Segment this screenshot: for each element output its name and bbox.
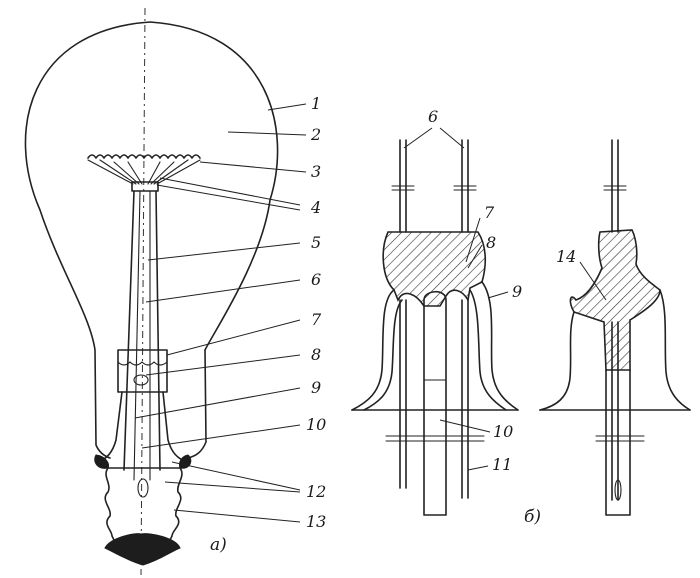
label-a-9: 9 [311,378,321,397]
flare-wall-left [351,289,395,411]
pinch-wave [117,361,168,366]
exhaust-tube-right [605,369,631,516]
label-b-8: 8 [486,233,496,252]
caption-b: б) [524,507,541,527]
flare-right-outer [539,311,575,411]
screw-base [104,467,183,541]
electrode-left [123,190,135,471]
flare-wall-left-inner [363,299,403,411]
flare-wall-right [481,281,519,411]
label-b-14: 14 [556,247,576,266]
flare-right-outer-2 [659,289,691,411]
label-a-3: 3 [311,162,321,181]
filament-coil [87,154,201,159]
pinch-block [117,349,168,393]
leaders-b [403,127,509,471]
figure-a: 1 2 3 4 5 6 7 8 9 10 12 13 а) [24,7,326,576]
label-a-12: 12 [306,482,326,501]
label-a-10: 10 [306,415,326,434]
rod-left [133,190,141,481]
leader-14 [579,261,607,301]
exhaust-hole [133,374,149,386]
exhaust-tube [423,290,447,516]
leaders-a [134,103,307,523]
label-a-13: 13 [306,512,326,531]
label-a-1: 1 [311,94,321,113]
tube-hole [614,479,622,501]
base-hole [137,478,149,498]
filament-holders [87,159,201,185]
label-b-9: 9 [512,282,522,301]
label-a-7: 7 [311,310,322,329]
label-a-8: 8 [311,345,321,364]
label-b-11: 11 [492,455,512,474]
base-contact [104,533,181,566]
bulb-outline [24,21,279,459]
figure-b-right: 14 [539,139,691,516]
label-a-4: 4 [310,198,321,217]
bulb-neck-right [187,349,207,459]
pinch-section [382,231,487,307]
figure-b-left: 6 7 8 9 10 11 б) [351,107,541,527]
solder-right [179,454,192,469]
label-a-5: 5 [311,233,321,252]
axis-line [140,7,146,576]
label-a-6: 6 [311,270,321,289]
label-b-10: 10 [493,422,513,441]
electrode-right [155,190,161,471]
label-b-7: 7 [484,203,495,222]
flare-wall-right-inner [469,289,507,411]
label-a-2: 2 [310,125,321,144]
stem-section [569,229,661,371]
stem-rod-button [131,181,159,192]
label-b-6: 6 [428,107,438,126]
caption-a: а) [210,535,227,555]
stem-flare [97,391,189,463]
